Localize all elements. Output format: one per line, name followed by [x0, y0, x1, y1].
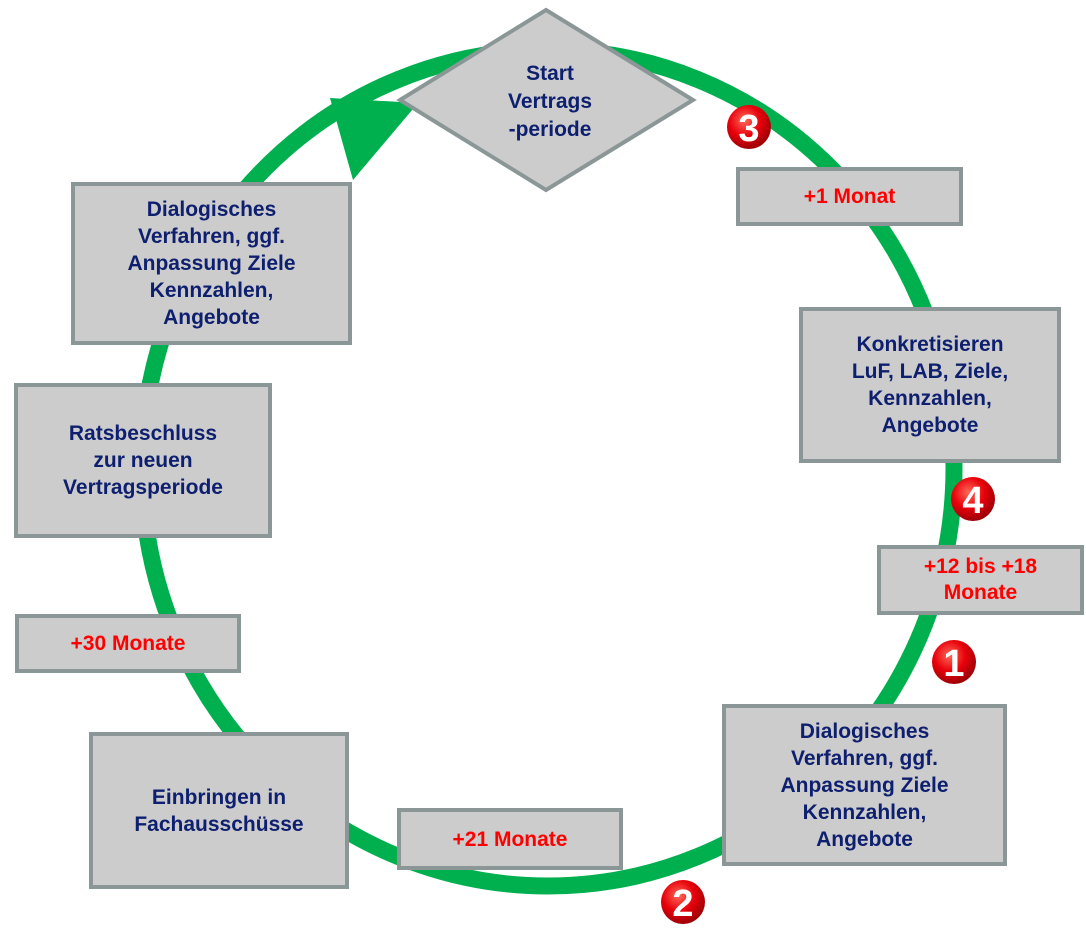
- marker-1-label: 1: [943, 643, 964, 685]
- time-box-21-monate: +21 Monate: [397, 808, 623, 870]
- start-diamond: [396, 7, 697, 193]
- marker-3: 3: [727, 105, 771, 150]
- marker-4: 4: [951, 477, 995, 522]
- step-konkretisieren: Konkretisieren LuF, LAB, Ziele, Kennzahl…: [799, 307, 1061, 463]
- marker-3-label: 3: [738, 108, 759, 150]
- marker-2-label: 2: [672, 883, 693, 925]
- step-dialogisches-verfahren-left: Dialogisches Verfahren, ggf. Anpassung Z…: [71, 182, 352, 345]
- marker-1: 1: [932, 640, 976, 685]
- time-box-12-18-monate: +12 bis +18 Monate: [877, 545, 1084, 615]
- cycle-arrowhead-icon: [330, 98, 418, 180]
- time-box-1-monat: +1 Monat: [736, 167, 963, 226]
- start-label: Start Vertrags -periode: [507, 62, 593, 141]
- marker-4-label: 4: [962, 480, 983, 522]
- step-einbringen: Einbringen in Fachausschüsse: [89, 732, 349, 889]
- step-dialogisches-verfahren-right: Dialogisches Verfahren, ggf. Anpassung Z…: [722, 704, 1007, 866]
- marker-2: 2: [661, 880, 705, 925]
- step-ratsbeschluss: Ratsbeschluss zur neuen Vertragsperiode: [14, 383, 272, 538]
- time-box-30-monate: +30 Monate: [15, 614, 241, 673]
